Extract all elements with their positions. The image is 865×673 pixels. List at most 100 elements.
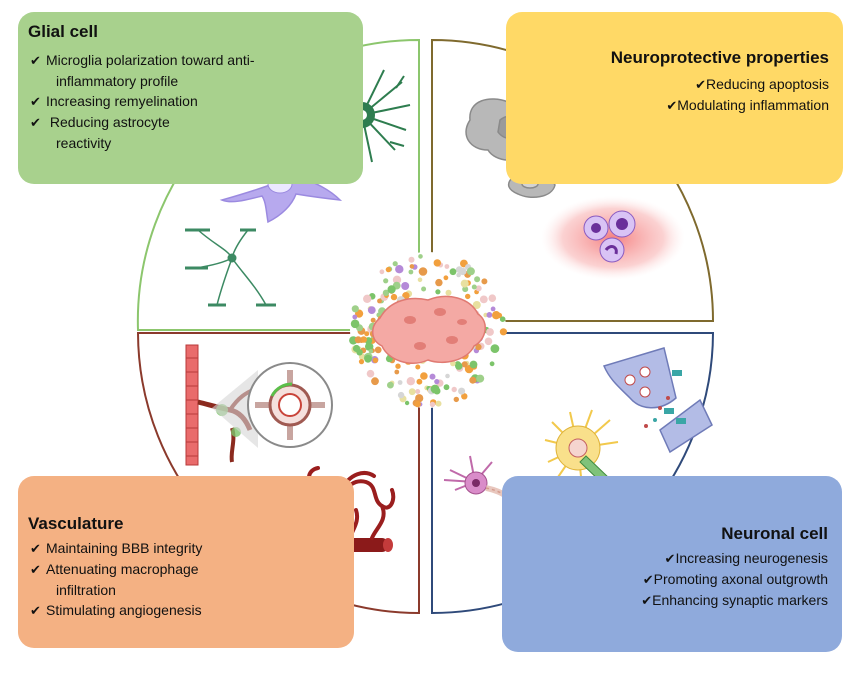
check-icon: ✔ <box>30 94 41 109</box>
secretome-dot <box>387 285 396 294</box>
vasculature-panel: Vasculature ✔Maintaining BBB integrity ✔… <box>18 476 354 648</box>
list-item: ✔Increasing neurogenesis <box>636 548 828 569</box>
secretome-dot <box>397 380 403 385</box>
secretome-dot <box>414 400 421 408</box>
secretome-dot <box>383 278 389 284</box>
secretome-dot <box>406 377 415 386</box>
list-item-cont: infiltration <box>56 582 116 598</box>
secretome-dot <box>489 361 495 367</box>
vasculature-title: Vasculature <box>28 514 124 533</box>
secretome-dot <box>475 285 482 292</box>
secretome-dot <box>429 373 436 380</box>
secretome-dot <box>420 372 428 380</box>
secretome-dot <box>453 396 459 403</box>
secretome-dot <box>430 384 440 394</box>
secretome-dot <box>435 278 443 287</box>
secretome-dot <box>363 294 372 303</box>
secretome-dot <box>449 268 457 276</box>
secretome-dot <box>469 360 478 369</box>
list-item: ✔Modulating inflammation <box>661 95 829 116</box>
secretome-dot <box>474 276 481 283</box>
neuroprotective-title: Neuroprotective properties <box>610 48 829 67</box>
secretome-dot <box>445 289 452 296</box>
secretome-dot <box>352 344 361 353</box>
secretome-dot <box>350 319 360 329</box>
secretome-dot <box>416 378 423 385</box>
list-item: ✔Increasing remyelination <box>30 91 255 112</box>
glial-cell-panel: Glial cell ✔Microglia polarization towar… <box>18 12 363 184</box>
secretome-dot <box>371 377 379 386</box>
neuroprotective-list: ✔Reducing apoptosis ✔Modulating inflamma… <box>661 74 829 116</box>
secretome-dot <box>481 278 488 285</box>
secretome-dot <box>415 389 421 394</box>
secretome-dot <box>499 328 507 336</box>
secretome-dot <box>496 312 503 319</box>
neuronal-title: Neuronal cell <box>721 524 828 543</box>
check-icon: ✔ <box>664 551 676 566</box>
immune-cell-icon <box>541 196 685 280</box>
list-item: ✔Microglia polarization toward anti- <box>30 50 255 71</box>
secretome-dot <box>462 286 469 293</box>
secretome-dot <box>354 336 362 344</box>
secretome-dot <box>364 354 372 363</box>
secretome-dot <box>490 306 496 312</box>
secretome-dot <box>488 294 497 303</box>
check-icon: ✔ <box>30 541 41 556</box>
secretome-dot <box>444 264 450 269</box>
neuroprotective-panel: Neuroprotective properties ✔Reducing apo… <box>506 12 843 184</box>
secretome-dot <box>370 317 376 323</box>
secretome-dot <box>395 363 401 369</box>
secretome-dot <box>368 349 374 354</box>
list-item-cont: inflammatory profile <box>56 73 179 89</box>
secretome-dot <box>421 286 427 292</box>
secretome-dot <box>479 295 488 304</box>
secretome-dot <box>471 284 477 290</box>
secretome-dot <box>469 376 477 384</box>
secretome-dot <box>374 346 382 354</box>
secretome-dot <box>450 360 456 367</box>
secretome-dot <box>459 267 467 276</box>
secretome-dot <box>476 374 485 383</box>
secretome-dot <box>390 293 398 301</box>
secretome-dot <box>490 344 500 353</box>
check-icon: ✔ <box>30 53 41 68</box>
secretome-dot <box>408 256 415 263</box>
secretome-dot <box>417 277 423 283</box>
secretome-dot <box>460 279 469 288</box>
msc-cluster-icon <box>349 252 507 408</box>
secretome-dot <box>435 289 441 295</box>
list-item-cont: reactivity <box>56 135 112 151</box>
secretome-dot <box>466 267 475 276</box>
secretome-dot <box>451 386 457 393</box>
secretome-dot <box>418 254 423 259</box>
check-icon: ✔ <box>695 77 707 92</box>
secretome-dot <box>484 337 493 346</box>
secretome-dot <box>358 359 365 365</box>
secretome-dot <box>486 312 493 318</box>
secretome-dot <box>392 275 402 284</box>
secretome-dot <box>365 342 374 351</box>
blood-vessel-icon <box>185 344 333 466</box>
secretome-dot <box>443 384 450 391</box>
secretome-dot <box>367 306 376 314</box>
secretome-dot <box>395 265 404 274</box>
secretome-dot <box>352 314 358 320</box>
list-item: ✔Stimulating angiogenesis <box>30 600 202 621</box>
secretome-dot <box>379 269 385 275</box>
secretome-dot <box>461 361 468 368</box>
secretome-dot <box>409 264 415 269</box>
secretome-dot <box>397 391 405 399</box>
check-icon: ✔ <box>666 98 678 113</box>
neuronal-cell-panel: Neuronal cell ✔Increasing neurogenesis ✔… <box>502 476 842 652</box>
secretome-dot <box>377 298 382 304</box>
secretome-dot <box>382 289 390 296</box>
glial-title: Glial cell <box>28 22 98 41</box>
secretome-dot <box>456 272 461 278</box>
glial-list: ✔Microglia polarization toward anti- inf… <box>30 50 255 153</box>
list-item: ✔Attenuating macrophage <box>30 559 202 580</box>
secretome-dot <box>499 316 506 323</box>
check-icon: ✔ <box>30 562 41 577</box>
list-item: ✔Maintaining BBB integrity <box>30 538 202 559</box>
list-item: ✔Promoting axonal outgrowth <box>636 569 828 590</box>
secretome-dot <box>351 305 359 313</box>
